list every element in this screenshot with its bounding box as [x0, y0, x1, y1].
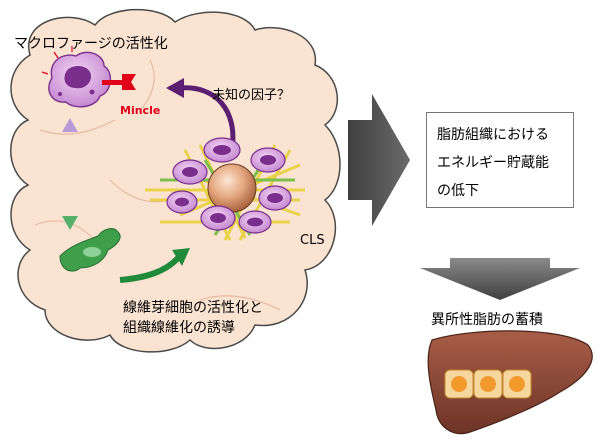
- unknown-factor-label: 未知の因子？: [212, 88, 291, 103]
- ectopic-fat-label: 異所性脂肪の蓄積: [431, 312, 543, 328]
- fat-droplets: [444, 369, 532, 399]
- mincle-label: Mincle: [120, 104, 161, 117]
- cls-label: CLS: [300, 233, 325, 248]
- mincle-receptor-icon: [102, 74, 136, 90]
- big-right-arrow: [348, 94, 410, 226]
- fibrosis-arrow: [119, 248, 190, 283]
- fibroblast-icon: [59, 228, 121, 272]
- down-arrow: [420, 258, 580, 300]
- liver-icon: [427, 330, 593, 435]
- macrophage-icon: [41, 46, 111, 108]
- result-line3: の低下: [437, 183, 479, 199]
- fibroblast-activation-label: 線維芽細胞の活性化と 組織線維化の誘導: [123, 298, 263, 338]
- macrophage-activation-label: マクロファージの活性化: [14, 36, 168, 52]
- cls-structure-icon: [145, 137, 305, 241]
- energy-storage-result-box: 脂肪組織における エネルギー貯蔵能 の低下: [426, 112, 574, 208]
- fibroblast-label-line2: 組織線維化の誘導: [123, 320, 235, 336]
- unknown-factor-arrow: [166, 78, 236, 151]
- result-line1: 脂肪組織における: [437, 127, 549, 143]
- result-line2: エネルギー貯蔵能: [437, 155, 549, 171]
- macrophage-fibroblast-link-arrow: [62, 118, 78, 230]
- fibroblast-label-line1: 線維芽細胞の活性化と: [123, 300, 263, 316]
